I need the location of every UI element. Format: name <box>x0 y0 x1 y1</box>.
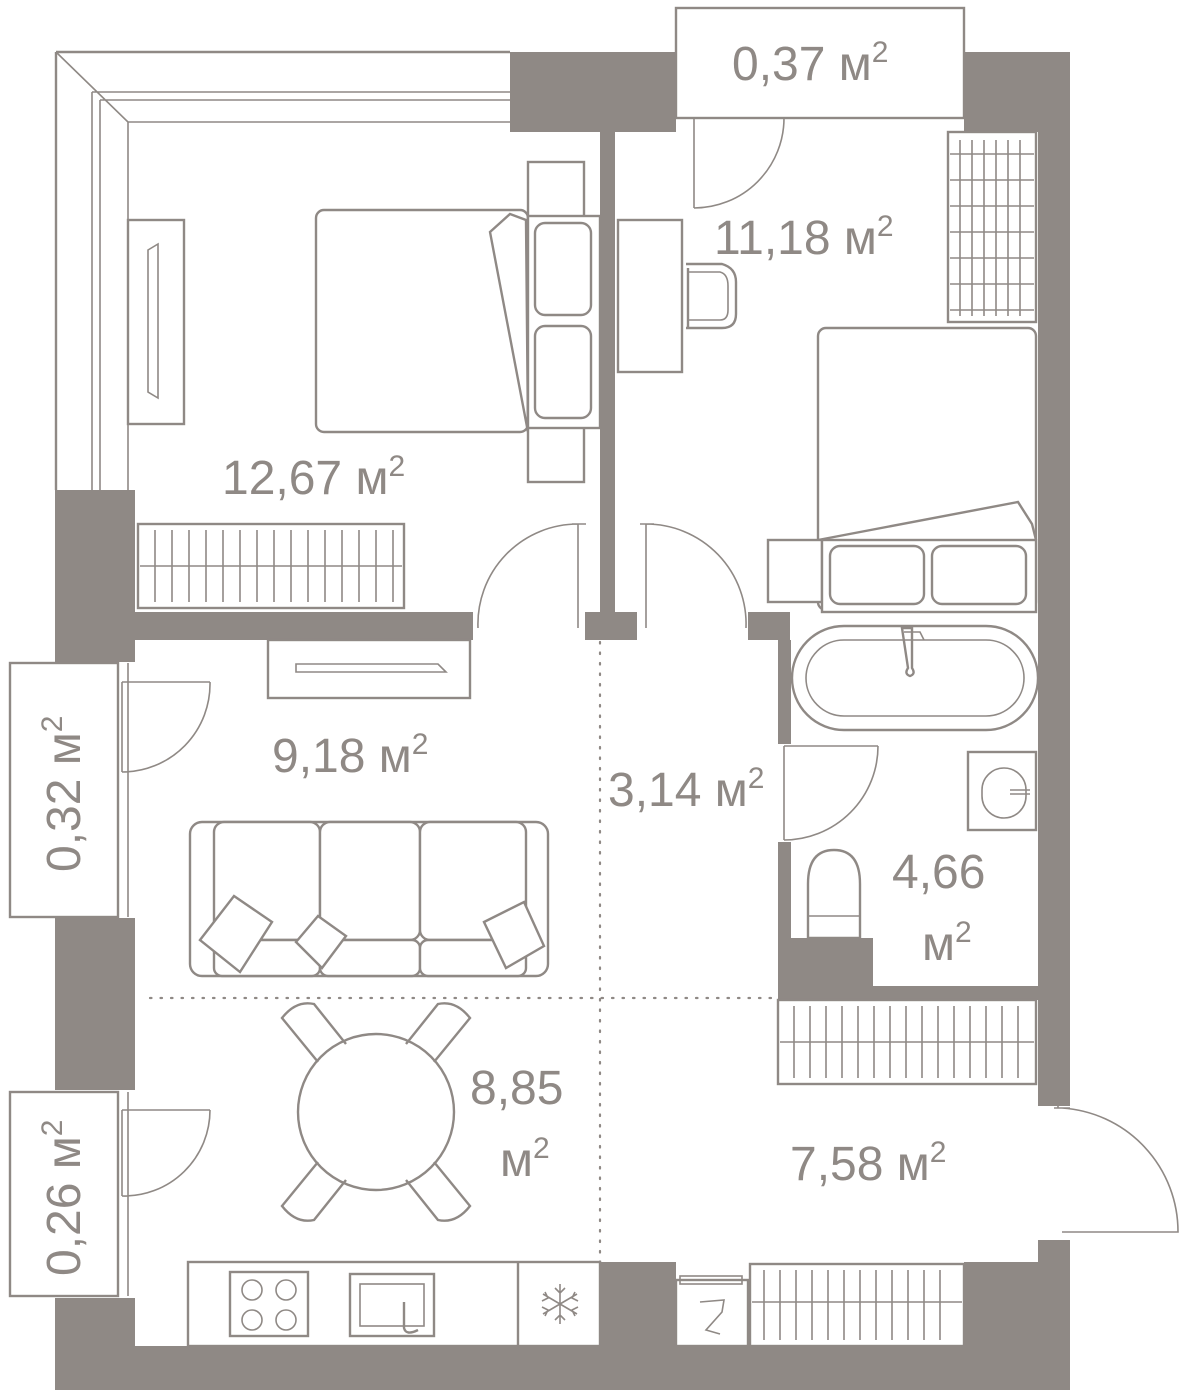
wardrobe-right <box>946 130 1038 324</box>
area-label-bedroom-right: 11,18 м2 <box>714 210 894 265</box>
balcony-top <box>674 6 966 120</box>
sink <box>966 750 1038 832</box>
balcony-left-1 <box>8 661 129 919</box>
snowflake-icon <box>541 1284 579 1324</box>
tv-stand <box>266 638 472 700</box>
area-label-balcony-top: 0,37 м2 <box>732 36 888 91</box>
area-labels: 0,37 м2 11,18 м2 12,67 м2 9,18 м2 3,14 м… <box>36 36 999 1276</box>
washing-machine <box>674 1275 750 1348</box>
dining-table <box>280 1002 472 1222</box>
shoe-cabinet <box>748 1262 966 1348</box>
balcony-left-2 <box>8 1090 129 1298</box>
window-frame <box>54 50 510 490</box>
area-label-bathroom: 4,66 м2 <box>892 846 999 971</box>
toilet <box>806 848 862 940</box>
area-label-hall-inner: 3,14 м2 <box>608 762 764 817</box>
bathtub <box>790 624 1040 732</box>
wardrobe-left-wall <box>126 218 186 426</box>
area-label-entrance: 7,58 м2 <box>790 1136 946 1191</box>
kitchen-counter <box>186 1260 602 1348</box>
area-label-balcony-left-2: 0,26 м2 <box>36 1120 91 1276</box>
bed-left <box>314 160 602 484</box>
zone-lines <box>148 640 780 1264</box>
bed-right <box>766 326 1038 614</box>
area-label-living: 9,18 м2 <box>272 728 428 783</box>
radiator-entrance <box>776 998 1038 1086</box>
area-label-balcony-left-1: 0,32 м2 <box>36 716 91 872</box>
sofa <box>188 820 550 978</box>
doors <box>121 117 1179 1233</box>
area-label-dining: 8,85 м2 <box>470 1062 577 1187</box>
walls <box>55 52 1070 1390</box>
radiator-bedroom-left <box>136 522 406 610</box>
area-label-bedroom-left: 12,67 м2 <box>222 450 405 505</box>
desk <box>616 218 738 374</box>
